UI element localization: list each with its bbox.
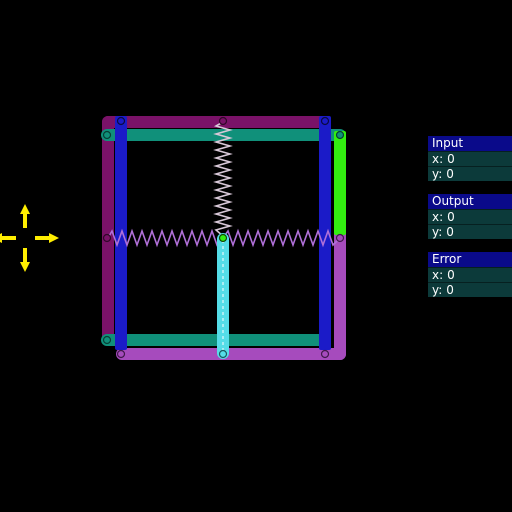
error-panel-title: Error [428,252,512,267]
error-x-value: 0 [447,268,455,282]
joint-teal-left[interactable] [102,130,112,140]
error-panel: Error x:0 y:0 [428,252,512,297]
input-panel-title: Input [428,136,512,151]
input-x-label: x: [432,152,444,166]
error-y-value: 0 [446,283,454,297]
joint-mid-left[interactable] [102,233,112,243]
input-y-value: 0 [446,167,454,181]
input-x-value: 0 [447,152,455,166]
joint-top-left[interactable] [116,116,126,126]
error-y-row: y:0 [428,282,512,297]
vertical-spring [213,121,233,237]
output-panel: Output x:0 y:0 [428,194,512,239]
joint-bottom-center[interactable] [218,349,228,359]
purple-left-bar[interactable] [102,116,114,342]
error-x-label: x: [432,268,444,282]
error-x-row: x:0 [428,267,512,282]
joint-bottom-right[interactable] [320,349,330,359]
joint-mid-right[interactable] [335,233,345,243]
joint-center[interactable] [218,233,228,243]
move-arrows-icon[interactable] [0,204,59,272]
output-panel-title: Output [428,194,512,209]
output-x-row: x:0 [428,209,512,224]
joint-bottom-left[interactable] [116,349,126,359]
output-x-value: 0 [447,210,455,224]
green-right-bar[interactable] [334,131,346,235]
joint-teal-right[interactable] [335,130,345,140]
output-y-value: 0 [446,225,454,239]
output-y-row: y:0 [428,224,512,239]
input-y-label: y: [432,167,443,181]
input-y-row: y:0 [428,166,512,181]
purple-top-bar[interactable] [102,116,330,128]
violet-bottom-bar[interactable] [116,348,346,360]
joint-top-right[interactable] [320,116,330,126]
teal-top-bar[interactable] [101,129,346,141]
input-panel: Input x:0 y:0 [428,136,512,181]
output-x-label: x: [432,210,444,224]
joint-bottom-left-teal[interactable] [102,335,112,345]
blue-right-bar[interactable] [319,116,331,350]
joint-top-center[interactable] [218,116,228,126]
output-y-label: y: [432,225,443,239]
input-x-row: x:0 [428,151,512,166]
joints[interactable] [102,116,345,359]
teal-bottom-bar[interactable] [101,334,331,346]
error-y-label: y: [432,283,443,297]
